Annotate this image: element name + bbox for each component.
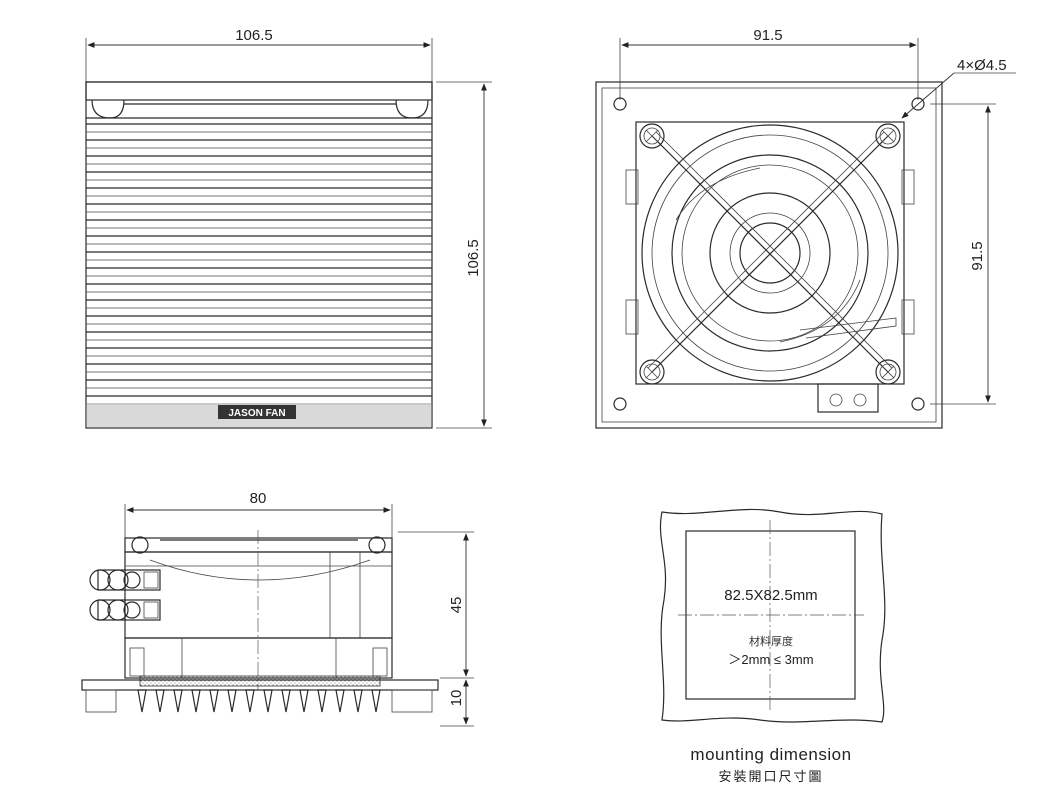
front-height-label: 106.5 xyxy=(465,239,482,277)
guard-screw xyxy=(639,359,665,385)
side-view: 80 45 10 xyxy=(81,490,474,727)
front-slats xyxy=(86,123,432,405)
side-height-label: 45 xyxy=(448,597,465,614)
back-height-label: 91.5 xyxy=(969,241,986,270)
caption-english: mounting dimension xyxy=(690,745,851,764)
guard-screw xyxy=(875,359,901,385)
back-view: 91.5 4×Ø4.5 91.5 xyxy=(595,27,1016,429)
side-width-label: 80 xyxy=(250,490,267,507)
brand-label: JASON FAN xyxy=(228,408,285,419)
brand-plate xyxy=(218,405,296,419)
material-thickness-title: 材料厚度 xyxy=(749,634,793,648)
caption-chinese: 安裝開口尺寸圖 xyxy=(718,770,823,785)
base-insulation xyxy=(139,675,381,687)
back-frame xyxy=(595,81,943,429)
fan-ring-outer xyxy=(641,124,899,382)
guard-screw xyxy=(875,123,901,149)
cutout-size-label: 82.5X82.5mm xyxy=(724,587,817,604)
mount-hole xyxy=(613,97,627,111)
fan-housing xyxy=(635,121,905,385)
front-grille-body xyxy=(85,81,433,429)
front-width-label: 106.5 xyxy=(235,27,273,44)
base-label: 10 xyxy=(448,690,465,707)
side-connectors xyxy=(89,569,161,621)
cutout-view: 82.5X82.5mm 材料厚度 ＞2mm ≤ 3mm mounting dim… xyxy=(659,508,886,785)
guard-strut xyxy=(651,135,889,373)
holes-label: 4×Ø4.5 xyxy=(957,57,1007,74)
base-fins xyxy=(137,689,381,713)
mount-hole xyxy=(911,397,925,411)
fan-hub xyxy=(739,222,801,284)
base-plate xyxy=(81,679,439,691)
thickness-range-label: ＞2mm ≤ 3mm xyxy=(728,652,813,667)
mount-hole xyxy=(911,97,925,111)
hole-leader-line xyxy=(901,72,955,119)
back-width-label: 91.5 xyxy=(753,27,782,44)
guard-screw xyxy=(639,123,665,149)
front-view: 106.5 106.5 JASON FAN xyxy=(85,27,492,429)
mount-hole xyxy=(613,397,627,411)
panel-outline xyxy=(659,508,886,723)
